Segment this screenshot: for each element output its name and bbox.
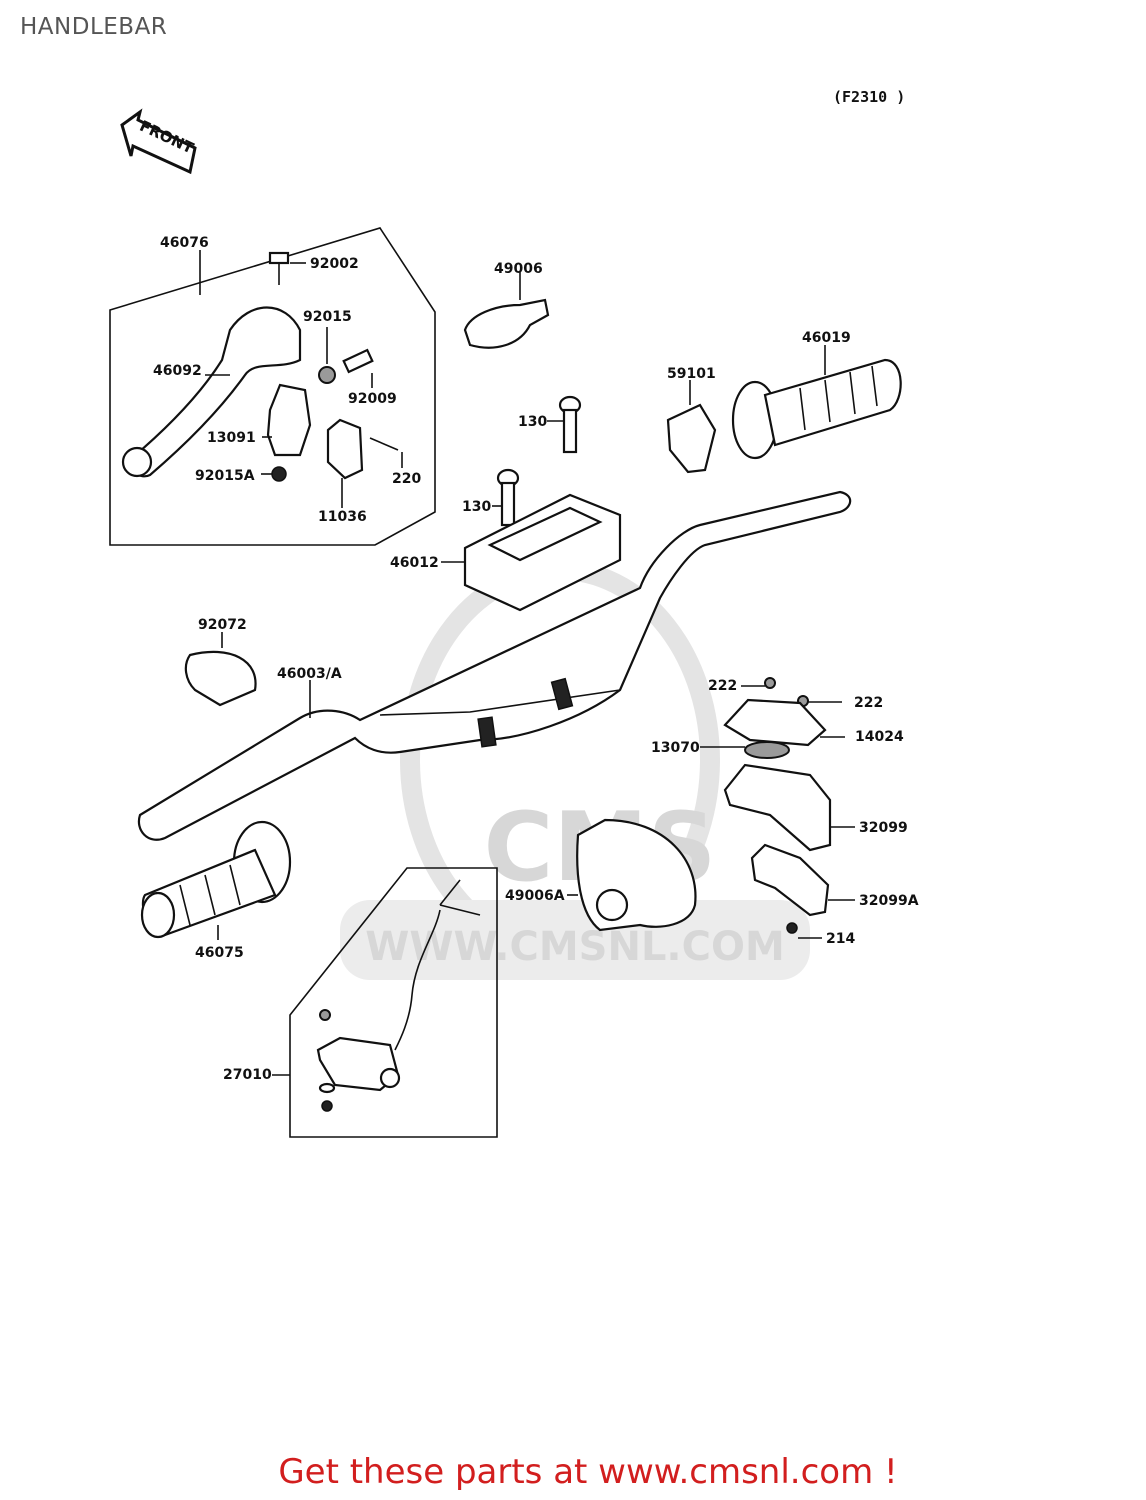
label-32099: 32099 [859,820,908,836]
label-92009: 92009 [348,391,397,407]
label-130-upper: 130 [518,414,547,430]
label-14024: 14024 [855,729,904,745]
stop-switch-outline [289,867,498,1138]
label-46092: 46092 [153,363,202,379]
grip-cap-49006 [463,298,550,349]
watermark-url: WWW.CMSNL.COM [365,924,785,970]
screw-222-left [764,677,776,689]
front-arrow-icon: FRONT [120,108,197,175]
label-13070: 13070 [651,740,700,756]
label-11036: 11036 [318,509,367,525]
handlebar-clamp-46012 [463,493,622,612]
stop-switch-27010 [316,879,481,1112]
label-92015a: 92015A [195,468,255,484]
throttle-guide-59101 [666,403,717,474]
label-92015: 92015 [303,309,352,325]
label-214: 214 [826,931,855,947]
handlebar-46003a [137,490,852,841]
lever-perch-13091 [266,383,312,457]
label-49006: 49006 [494,261,543,277]
cover-14024 [723,698,827,747]
screw-220 [369,437,399,451]
oring-13070 [744,741,790,759]
label-46003a: 46003/A [277,666,342,682]
nut-92015a [271,466,287,482]
label-222-left: 222 [708,678,737,694]
housing-32099a [750,843,830,917]
lever-assembly-outline [109,227,436,546]
label-13091: 13091 [207,430,256,446]
label-59101: 59101 [667,366,716,382]
page-title: HANDLEBAR [20,14,168,40]
figure-code: (F2310 ) [833,88,905,106]
label-46076: 46076 [160,235,209,251]
washer-92015 [318,366,336,384]
label-92072: 92072 [198,617,247,633]
footer-link[interactable]: Get these parts at www.cmsnl.com ! [278,1452,898,1492]
label-32099a: 32099A [859,893,919,909]
housing-32099 [723,763,832,852]
left-grip-46075 [140,820,292,939]
adjuster-92009 [342,348,374,374]
label-46075: 46075 [195,945,244,961]
label-49006a: 49006A [505,888,565,904]
clutch-lever [121,306,302,478]
label-222-right: 222 [854,695,883,711]
label-92002: 92002 [310,256,359,272]
watermark: WWW.CMSNL.COM CMS [340,560,810,980]
bolt-130-upper [558,395,582,454]
label-46019: 46019 [802,330,851,346]
leader-lines [199,250,855,1076]
lever-bolt-92002 [268,251,290,285]
perch-clamp-11036 [326,418,364,480]
label-220: 220 [392,471,421,487]
label-130-lower: 130 [462,499,491,515]
bolt-130-lower [496,468,520,527]
throttle-grip-46019 [731,358,902,460]
label-27010: 27010 [223,1067,272,1083]
wire-band-92072 [184,650,257,707]
screw-214 [786,922,798,934]
label-46012: 46012 [390,555,439,571]
